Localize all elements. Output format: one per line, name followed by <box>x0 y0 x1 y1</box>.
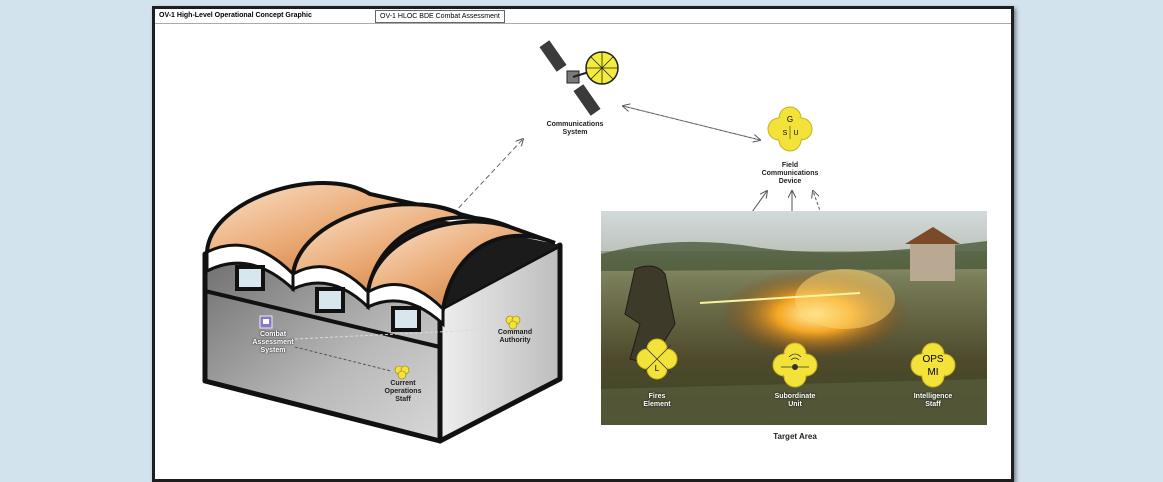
field-device-letter-u: U <box>793 130 798 137</box>
target-area-photo <box>601 211 987 425</box>
link-cas-to-currentops <box>294 346 392 372</box>
label-current-operations-staff: Current Operations Staff <box>384 380 422 403</box>
label-subordinate-unit: Subordinate Unit <box>774 393 816 408</box>
label-command-authority: Command Authority <box>497 329 533 344</box>
command-authority-icon <box>505 315 521 330</box>
subordinate-unit-symbol <box>772 342 818 388</box>
ov1-diagram: G S U <box>202 40 987 444</box>
link-field-to-satellite <box>623 106 761 141</box>
link-cas-to-command <box>294 328 500 340</box>
satellite-icon <box>539 40 619 116</box>
field-device-symbol: G S U <box>767 106 813 152</box>
fires-letter: L <box>655 364 660 373</box>
diagram-tab-bar: OV-1 High-Level Operational Concept Grap… <box>155 9 1011 24</box>
field-device-letter-s: S <box>783 130 788 137</box>
diagram-title: OV-1 High-Level Operational Concept Grap… <box>159 12 312 19</box>
label-fires-element: Fires Element <box>643 393 671 408</box>
intel-letter-ops: OPS <box>922 354 943 365</box>
label-field-communications-device: Field Communications Device <box>761 162 819 185</box>
intel-letter-mi: MI <box>927 367 938 378</box>
intelligence-staff-symbol: OPS MI <box>910 342 956 388</box>
field-device-letter-g: G <box>787 115 793 124</box>
computer-icon <box>259 315 273 329</box>
label-communications-system: Communications System <box>546 121 604 136</box>
label-combat-assessment-system: Combat Assessment System <box>252 331 294 354</box>
current-ops-staff-icon <box>394 365 410 380</box>
fires-element-symbol: L <box>636 338 678 380</box>
label-intelligence-staff: Intelligence Staff <box>913 393 953 408</box>
command-post-building <box>202 180 563 444</box>
label-target-area: Target Area <box>773 432 817 441</box>
diagram-name-tab[interactable]: OV-1 HLOC BDE Combat Assessment <box>375 10 505 23</box>
diagram-canvas: OV-1 High-Level Operational Concept Grap… <box>152 6 1014 482</box>
